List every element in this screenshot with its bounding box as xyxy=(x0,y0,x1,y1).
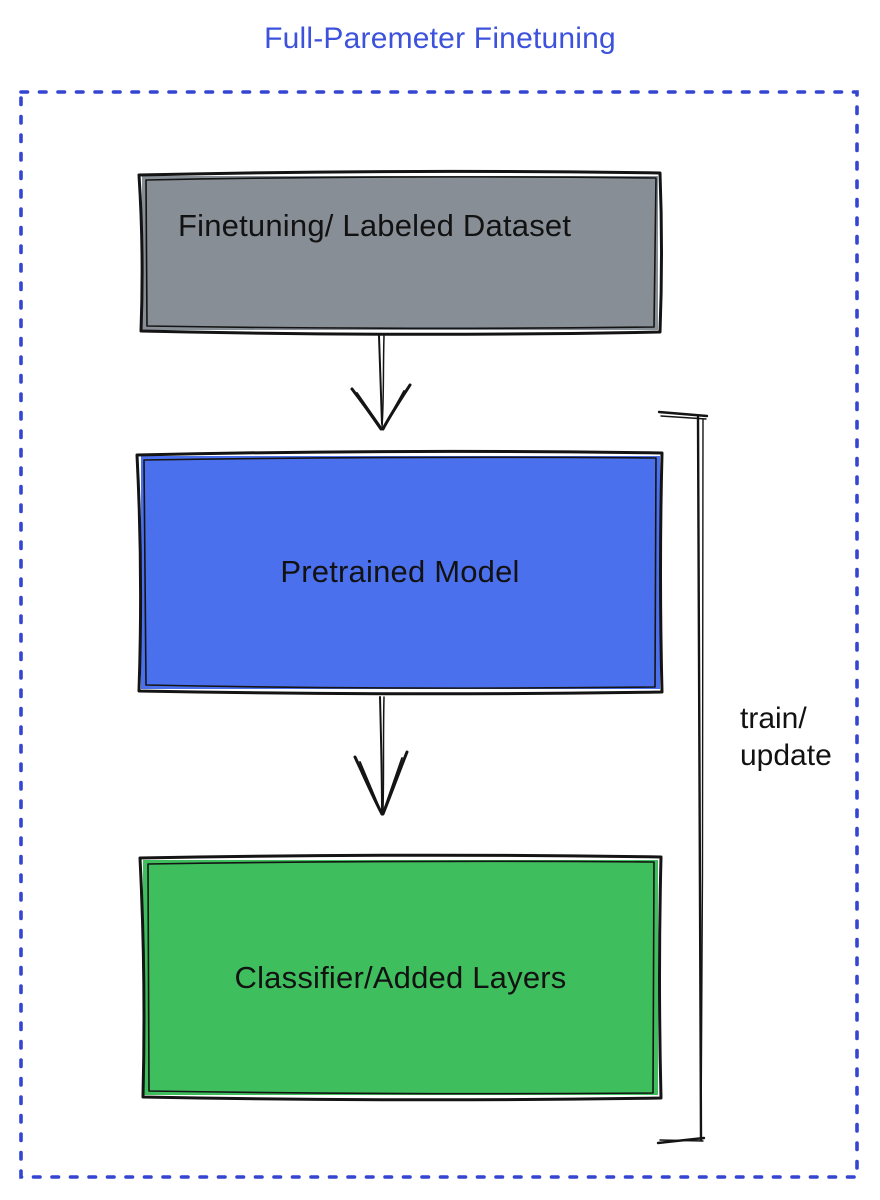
pretrained-box-fill xyxy=(141,456,660,689)
box-pretrained-model: Pretrained Model xyxy=(138,452,662,692)
train-update-bracket xyxy=(656,410,709,1145)
box-finetuning-dataset-label: Finetuning/ Labeled Dataset xyxy=(178,208,572,243)
arrow-dataset-to-pretrained xyxy=(350,335,412,431)
box-classifier-added-layers: Classifier/Added Layers xyxy=(142,858,659,1098)
dataset-box-fill xyxy=(142,176,658,330)
box-finetuning-dataset-shape xyxy=(137,169,663,336)
diagram-title: Full-Paremeter Finetuning xyxy=(264,22,616,55)
box-classifier-added-layers-label: Classifier/Added Layers xyxy=(234,960,567,995)
arrow-pretrained-to-classifier xyxy=(353,696,409,816)
bracket-label: train/ update xyxy=(740,700,832,774)
bracket-label-line1: train/ xyxy=(740,702,807,735)
box-pretrained-model-shape xyxy=(135,449,664,696)
box-pretrained-model-label: Pretrained Model xyxy=(280,554,520,589)
bracket-label-line2: update xyxy=(740,739,832,772)
box-classifier-added-layers-shape xyxy=(138,853,663,1102)
classifier-box-fill xyxy=(143,860,658,1095)
dashed-boundary xyxy=(19,90,859,1179)
box-finetuning-dataset: Finetuning/ Labeled Dataset xyxy=(140,172,660,332)
